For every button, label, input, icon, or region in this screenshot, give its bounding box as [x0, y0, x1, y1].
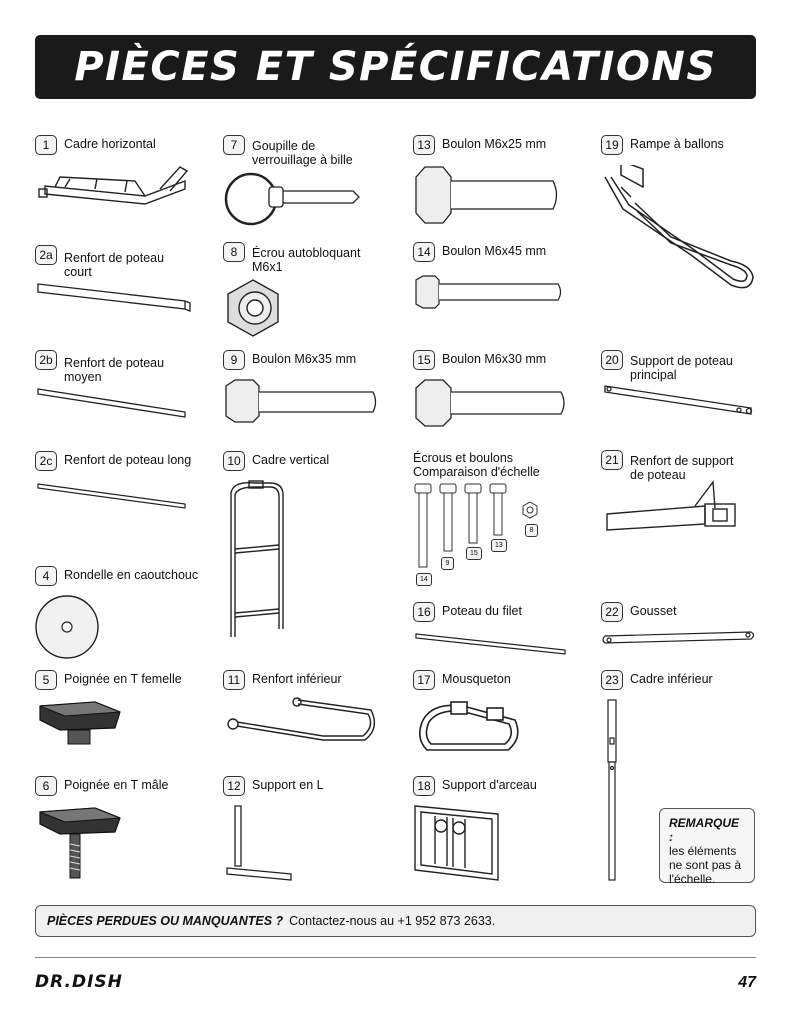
- missing-parts-bar: PIÈCES PERDUES OU MANQUANTES ? Contactez…: [35, 905, 756, 937]
- note-heading: REMARQUE :: [669, 816, 740, 844]
- part-label: Rampe à ballons: [630, 137, 724, 151]
- part-number: 16: [413, 602, 435, 622]
- scale-label-14: 14: [416, 573, 432, 586]
- part-number: 6: [35, 776, 57, 796]
- male-t-handle-illustration: [39, 807, 121, 879]
- part-label: Cadre horizontal: [64, 137, 156, 151]
- ball-ramp-illustration: [604, 165, 754, 289]
- bolt-m6x25-illustration: [415, 166, 558, 224]
- gusset-illustration: [602, 631, 755, 644]
- part-label: Renfort de poteau moyen: [64, 356, 165, 384]
- part-number: 15: [413, 350, 435, 370]
- page-title: PIÈCES ET SPÉCIFICATIONS: [74, 44, 717, 90]
- part-label: Renfort de poteau court: [64, 251, 165, 279]
- part-label: Mousqueton: [442, 672, 511, 686]
- vertical-frame-illustration: [230, 480, 284, 637]
- part-label: Support en L: [252, 778, 324, 792]
- scale-label-15: 15: [466, 547, 482, 560]
- medium-post-brace-illustration: [37, 388, 186, 418]
- part-label: Poignée en T mâle: [64, 778, 169, 792]
- part-number: 14: [413, 242, 435, 262]
- part-label: Cadre inférieur: [630, 672, 713, 686]
- footer-rule: [35, 957, 756, 958]
- part-label: Écrou autobloquant M6x1: [252, 246, 361, 274]
- part-label: Poteau du filet: [442, 604, 522, 618]
- comparison-title: Écrous et boulons Comparaison d'échelle: [413, 451, 540, 479]
- note-text: les éléments ne sont pas à l'échelle.: [669, 844, 742, 886]
- part-label: Boulon M6x45 mm: [442, 244, 547, 258]
- bolt-m6x45-illustration: [415, 275, 562, 309]
- long-post-brace-illustration: [37, 483, 186, 509]
- part-number: 22: [601, 602, 623, 622]
- part-label: Boulon M6x30 mm: [442, 352, 547, 366]
- scale-label-8: 8: [525, 524, 538, 537]
- scale-label-9: 9: [441, 557, 454, 570]
- part-number: 8: [223, 242, 245, 262]
- part-number: 17: [413, 670, 435, 690]
- l-bracket-illustration: [226, 805, 292, 881]
- part-number: 2c: [35, 451, 57, 471]
- lower-frame-illustration: [607, 699, 617, 881]
- part-number: 10: [223, 451, 245, 471]
- missing-heading: PIÈCES PERDUES OU MANQUANTES ?: [47, 914, 284, 928]
- lock-nut-illustration: [227, 279, 279, 337]
- part-number: 1: [35, 135, 57, 155]
- part-label: Renfort de poteau long: [64, 453, 192, 467]
- bolt-m6x30-illustration: [415, 379, 565, 427]
- brand-logo: DR.DISH: [35, 972, 123, 992]
- part-label: Support d'arceau: [442, 778, 537, 792]
- part-label: Goupille de verrouillage à bille: [252, 139, 353, 167]
- scale-label-13: 13: [491, 539, 507, 552]
- part-number: 21: [601, 450, 623, 470]
- part-label: Cadre vertical: [252, 453, 330, 467]
- net-pole-illustration: [415, 633, 566, 655]
- missing-contact: Contactez-nous au +1 952 873 2633.: [289, 914, 496, 928]
- part-number: 13: [413, 135, 435, 155]
- part-label: Renfort inférieur: [252, 672, 342, 686]
- part-label: Support de poteau principal: [630, 354, 733, 382]
- carabiner-illustration: [419, 701, 519, 751]
- main-post-support-illustration: [604, 385, 753, 415]
- part-number: 9: [223, 350, 245, 370]
- scale-note: REMARQUE : les éléments ne sont pas à l'…: [659, 808, 755, 886]
- bolt-scale-comparison-illustration: [414, 483, 538, 568]
- hoop-bracket-illustration: [414, 805, 499, 881]
- female-t-handle-illustration: [39, 701, 121, 745]
- part-number: 4: [35, 566, 57, 586]
- horizontal-frame-illustration: [38, 166, 189, 205]
- part-number: 5: [35, 670, 57, 690]
- part-number: 18: [413, 776, 435, 796]
- part-label: Boulon M6x25 mm: [442, 137, 547, 151]
- part-number: 23: [601, 670, 623, 690]
- part-number: 7: [223, 135, 245, 155]
- page-number: 47: [738, 974, 756, 991]
- bolt-m6x35-illustration: [225, 379, 377, 423]
- ball-lock-pin-illustration: [224, 172, 360, 226]
- part-number: 2a: [35, 245, 57, 265]
- part-number: 2b: [35, 350, 57, 370]
- part-label: Rondelle en caoutchouc: [64, 568, 199, 582]
- part-number: 20: [601, 350, 623, 370]
- part-label: Poignée en T femelle: [64, 672, 182, 686]
- short-post-brace-illustration: [37, 283, 191, 312]
- title-banner: PIÈCES ET SPÉCIFICATIONS: [35, 35, 756, 99]
- rubber-washer-illustration: [35, 595, 99, 659]
- part-label: Renfort de support de poteau: [630, 454, 734, 482]
- part-number: 11: [223, 670, 245, 690]
- part-number: 12: [223, 776, 245, 796]
- part-label: Boulon M6x35 mm: [252, 352, 357, 366]
- part-label: Gousset: [630, 604, 677, 618]
- part-number: 19: [601, 135, 623, 155]
- post-support-brace-illustration: [606, 480, 736, 531]
- lower-brace-illustration: [227, 697, 376, 741]
